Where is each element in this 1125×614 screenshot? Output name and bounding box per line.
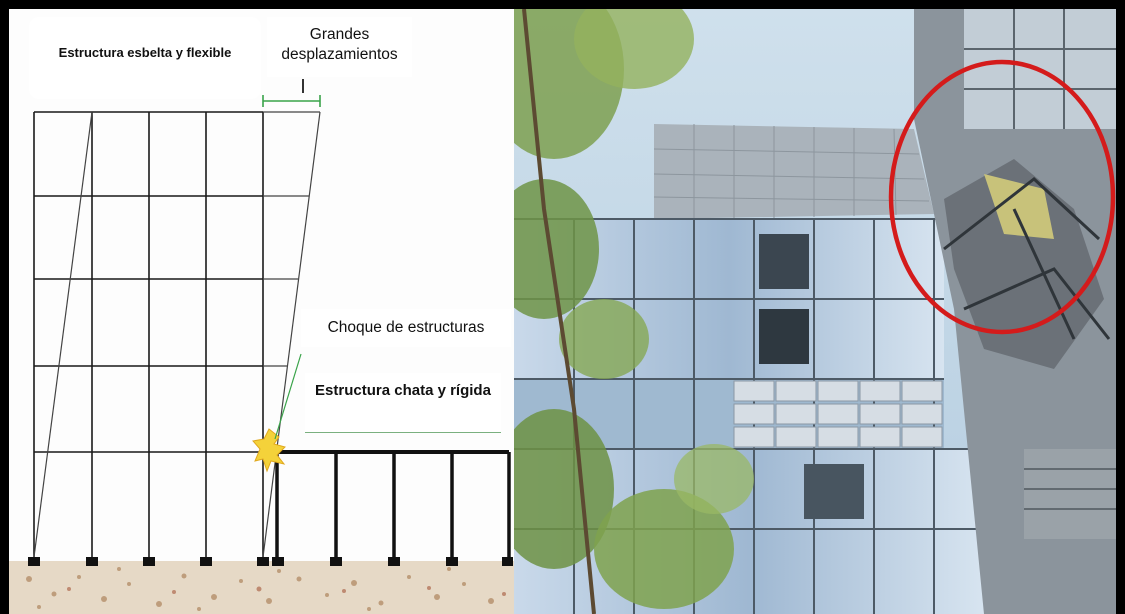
label-collision-text: Choque de estructuras <box>327 319 485 336</box>
label-large-displacements-text: Grandes desplazamientos <box>281 26 398 64</box>
structure-diagram: Estructura esbelta y flexible Grandes de… <box>9 9 514 614</box>
damage-highlight-circle <box>888 59 1116 335</box>
impact-flash <box>252 353 302 473</box>
label-large-displacements: Grandes desplazamientos <box>267 17 412 77</box>
photo-illustration <box>514 9 1116 614</box>
photo-parapet <box>653 124 934 219</box>
stiff-building-frame <box>275 450 511 557</box>
displacement-bracket <box>262 95 321 107</box>
photo-tall-building <box>914 9 1116 614</box>
damaged-building-photo <box>514 9 1116 614</box>
label-collision: Choque de estructuras <box>301 309 511 347</box>
diagram-drawing <box>9 79 514 614</box>
slender-building-frame <box>33 111 264 557</box>
label-slender-structure-text: Estructura esbelta y flexible <box>58 45 232 60</box>
label-slender-structure: Estructura esbelta y flexible <box>29 17 261 99</box>
label-stiff-structure: Estructura chata y rígida <box>305 373 501 433</box>
soil-ground <box>9 561 514 614</box>
footings <box>28 557 513 566</box>
label-stiff-structure-text: Estructura chata y rígida <box>315 382 491 399</box>
displaced-outline <box>33 111 321 558</box>
photo-tree-foliage <box>514 9 754 614</box>
photo-tile-band <box>733 380 943 448</box>
